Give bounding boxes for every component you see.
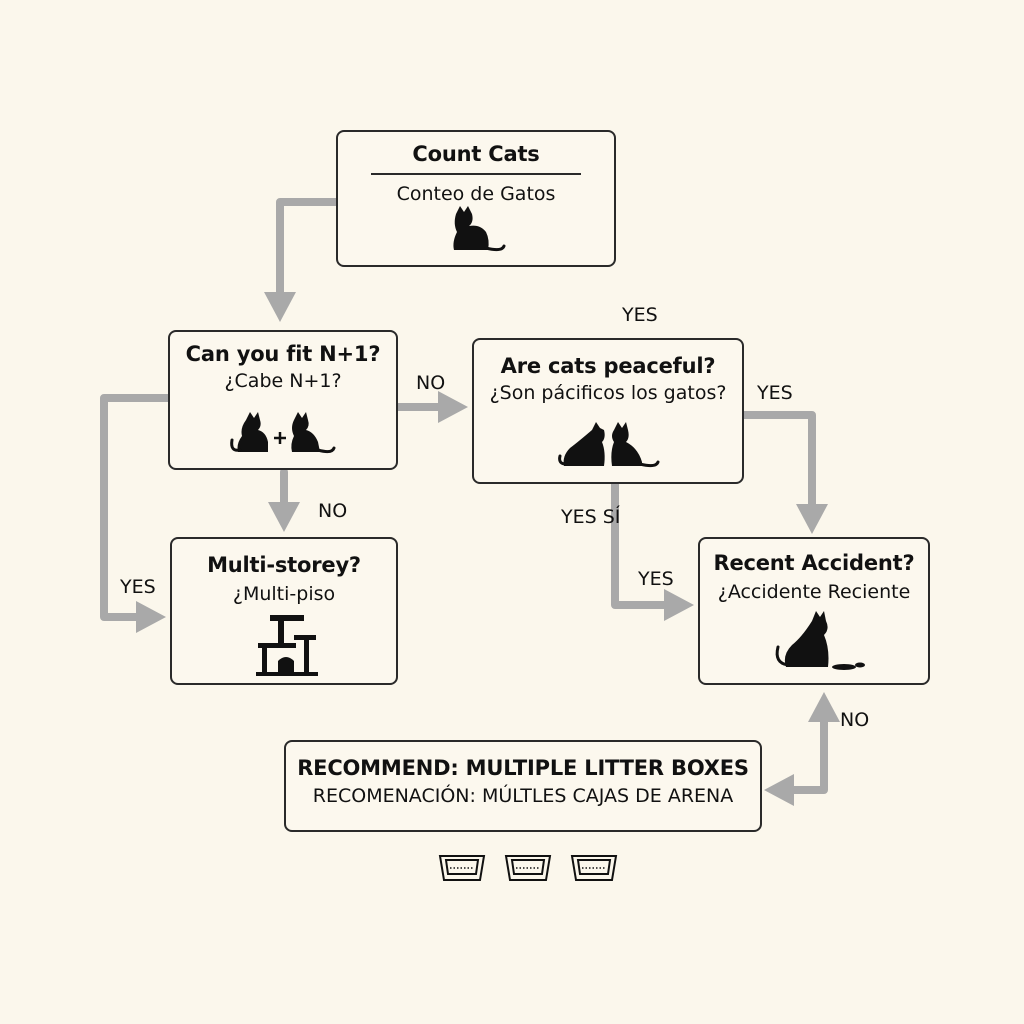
arrowhead-accident-top [796, 504, 828, 534]
arrowhead-fit-top [264, 292, 296, 322]
edge-label-yes-left: YES [120, 576, 156, 598]
arrowhead-peaceful-left [438, 391, 468, 423]
sitting-cat-icon [453, 206, 506, 252]
edge-label-no-fit-down: NO [318, 500, 348, 522]
multi-storey-subtitle: ¿Multi-piso [232, 583, 336, 605]
fit-n-plus-1-node[interactable]: Can you fit N+1? ¿Cabe N+1? [168, 330, 398, 470]
fit-n-plus-1-subtitle: ¿Cabe N+1? [224, 370, 342, 392]
recommend-node[interactable]: RECOMMEND: MULTIPLE LITTER BOXES RECOMEN… [284, 740, 762, 832]
recent-accident-title: Recent Accident? [713, 551, 915, 575]
cat-pair-icon [558, 422, 660, 468]
edge-label-yes-to-accident: YES [638, 568, 674, 590]
arrowhead-multistorey-left [136, 601, 166, 633]
arrowhead-accident-left [664, 589, 694, 621]
edge-label-yes-top: YES [622, 304, 658, 326]
connector-peaceful-yes-down [611, 480, 672, 609]
cat-with-puddle-icon [775, 611, 865, 670]
connector-count-to-fit [276, 198, 340, 300]
arrowhead-recommend-right [764, 774, 794, 806]
peaceful-node[interactable]: Are cats peaceful? ¿Son pácificos los ga… [472, 338, 744, 484]
recent-accident-subtitle: ¿Accidente Reciente [717, 581, 911, 603]
count-cats-title: Count Cats [412, 142, 540, 166]
count-cats-divider [371, 173, 581, 175]
peaceful-title: Are cats peaceful? [500, 354, 716, 378]
arrowhead-multistorey-top [268, 502, 300, 532]
peaceful-subtitle: ¿Son pácificos los gatos? [489, 382, 727, 404]
connector-fit-yes-left [100, 394, 172, 621]
edge-label-no-accident: NO [840, 709, 870, 731]
edge-label-yes-peaceful-right: YES [757, 382, 793, 404]
two-cats-plus-icon [230, 412, 336, 454]
cat-tree-icon [256, 615, 318, 676]
litter-box-row [436, 846, 622, 888]
connector-peaceful-to-accident [740, 411, 816, 512]
recent-accident-node[interactable]: Recent Accident? ¿Accidente Reciente [698, 537, 930, 685]
edge-label-no-fit-to-peaceful: NO [416, 372, 446, 394]
fit-n-plus-1-title: Can you fit N+1? [185, 342, 381, 366]
litter-box-icon [438, 855, 486, 881]
count-cats-node[interactable]: Count Cats Conteo de Gatos [336, 130, 616, 267]
edge-label-yes-si: YES SÍ [561, 506, 621, 528]
connector-accident-to-recommend [786, 716, 828, 794]
count-cats-subtitle: Conteo de Gatos [396, 183, 556, 205]
litter-box-icon [504, 855, 552, 881]
recommend-subtitle: RECOMENACIÓN: MÚLTLES CAJAS DE ARENA [312, 785, 734, 807]
litter-box-icon [570, 855, 618, 881]
multi-storey-node[interactable]: Multi-storey? ¿Multi-piso [170, 537, 398, 685]
arrowhead-accident-bottom [808, 692, 840, 722]
recommend-title: RECOMMEND: MULTIPLE LITTER BOXES [297, 756, 749, 780]
multi-storey-title: Multi-storey? [207, 553, 361, 577]
